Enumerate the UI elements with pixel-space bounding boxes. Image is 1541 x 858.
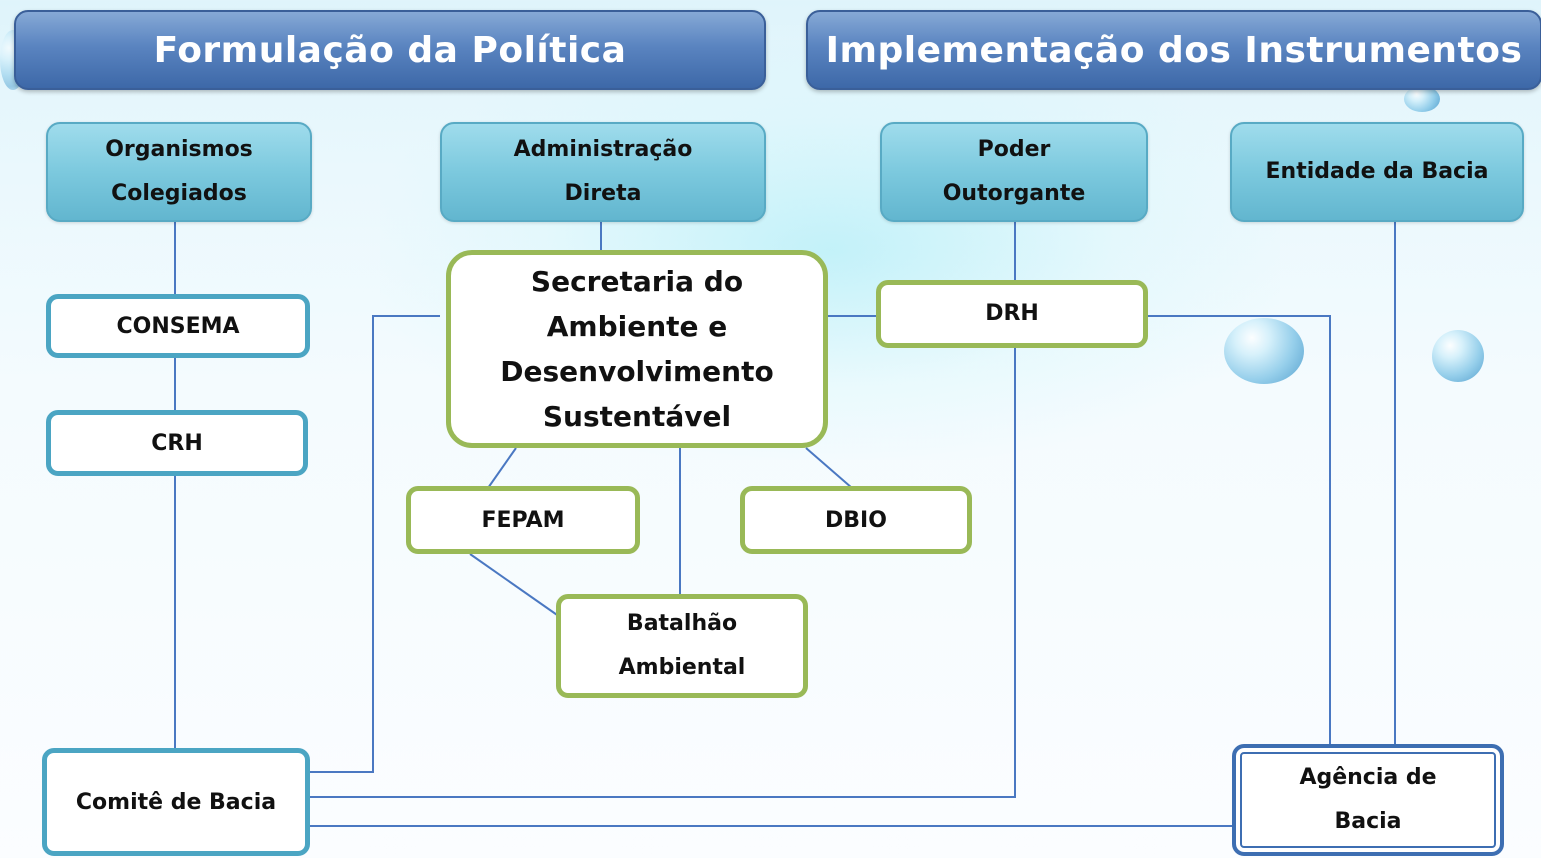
node-agencia-de-bacia: Agência de Bacia [1232, 744, 1504, 856]
node-secretaria-line2: Ambiente e [546, 310, 728, 343]
node-consema: CONSEMA [46, 294, 310, 358]
node-consema-label: CONSEMA [116, 313, 240, 339]
node-crh: CRH [46, 410, 308, 476]
header-organismos-line1: Organismos [105, 137, 253, 162]
node-secretaria: Secretaria do Ambiente e Desenvolvimento… [446, 250, 828, 448]
node-fepam-label: FEPAM [481, 507, 565, 533]
header-administracao-line2: Direta [564, 181, 642, 206]
banner-formulacao: Formulação da Política [14, 10, 766, 90]
header-organismos-line2: Colegiados [111, 181, 247, 206]
node-dbio: DBIO [740, 486, 972, 554]
decorative-bubble [1432, 330, 1484, 382]
node-fepam: FEPAM [406, 486, 640, 554]
node-dbio-label: DBIO [825, 507, 887, 533]
node-comite-label: Comitê de Bacia [75, 789, 277, 815]
header-poder-line2: Outorgante [942, 181, 1086, 206]
header-entidade-label: Entidade da Bacia [1265, 159, 1489, 184]
header-administracao-direta: Administração Direta [440, 122, 766, 222]
node-batalhao-ambiental: Batalhão Ambiental [556, 594, 808, 698]
node-batalhao-line2: Ambiental [618, 655, 746, 680]
header-poder-line1: Poder [977, 137, 1051, 162]
decorative-bubble [1404, 86, 1440, 112]
header-administracao-line1: Administração [513, 137, 693, 162]
node-agencia-line1: Agência de [1299, 765, 1437, 790]
node-agencia-line2: Bacia [1334, 809, 1402, 834]
header-entidade-da-bacia: Entidade da Bacia [1230, 122, 1524, 222]
node-secretaria-line3: Desenvolvimento [500, 355, 774, 388]
node-drh-label: DRH [985, 301, 1039, 326]
banner-implementacao: Implementação dos Instrumentos [806, 10, 1541, 90]
decorative-bubble [1224, 318, 1304, 384]
banner-implementacao-label: Implementação dos Instrumentos [825, 29, 1523, 71]
header-poder-outorgante: Poder Outorgante [880, 122, 1148, 222]
node-secretaria-line1: Secretaria do [530, 265, 744, 298]
node-secretaria-line4: Sustentável [542, 400, 732, 433]
node-crh-label: CRH [151, 430, 203, 456]
banner-formulacao-label: Formulação da Política [153, 29, 627, 71]
node-drh: DRH [876, 280, 1148, 348]
node-batalhao-line1: Batalhão [626, 611, 738, 636]
header-organismos-colegiados: Organismos Colegiados [46, 122, 312, 222]
node-comite-de-bacia: Comitê de Bacia [42, 748, 310, 856]
